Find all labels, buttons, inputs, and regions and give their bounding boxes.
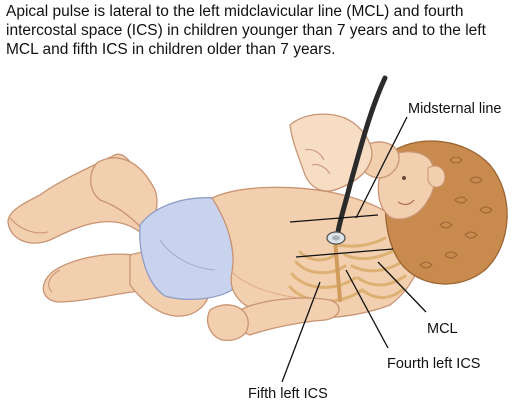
- rib-cage: [288, 236, 407, 303]
- annotation-lines: [281, 116, 427, 383]
- figure-caption: Apical pulse is lateral to the left midc…: [6, 3, 486, 58]
- label-mcl: MCL: [427, 321, 458, 337]
- fourth-ics-line: [289, 214, 379, 223]
- fourth-ics-leader: [345, 269, 389, 349]
- fifth-ics-line: [295, 248, 394, 258]
- mcl-leader: [377, 261, 427, 313]
- raised-leg: [7, 153, 158, 244]
- label-midsternal-line: Midsternal line: [408, 101, 502, 117]
- diaper: [139, 197, 235, 300]
- midsternal-leader: [355, 116, 408, 219]
- fifth-ics-leader: [281, 281, 321, 383]
- lower-arm: [207, 297, 340, 341]
- label-fourth-left-ics: Fourth left ICS: [387, 356, 480, 372]
- label-fifth-left-ics: Fifth left ICS: [248, 386, 328, 402]
